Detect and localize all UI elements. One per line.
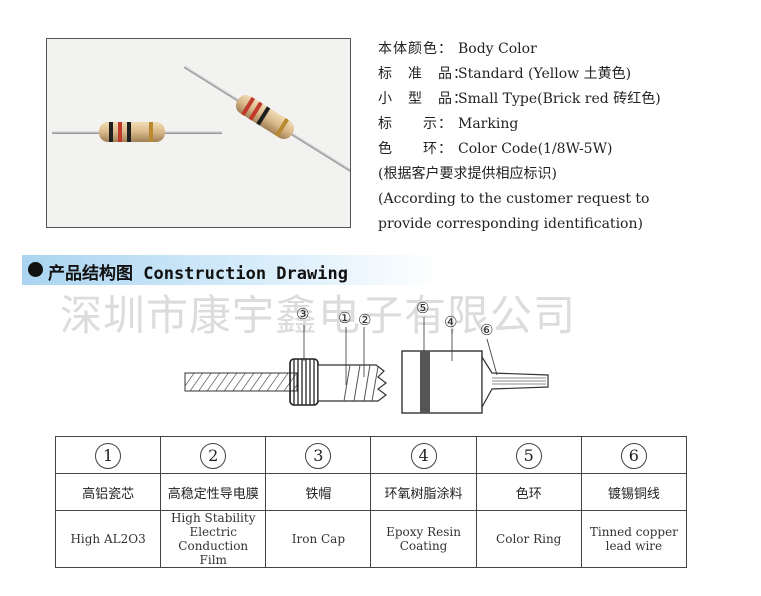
ceramic-core bbox=[317, 364, 387, 402]
spec-list: 本体颜色：Body Color 标 准 品：Standard (Yellow 土… bbox=[378, 37, 753, 237]
spec-note-en-2: provide corresponding identification) bbox=[378, 216, 643, 232]
part-name-en: Color Ring bbox=[475, 510, 582, 568]
film-hatch bbox=[343, 364, 379, 402]
part-number: 1 bbox=[95, 442, 122, 469]
callout-5: ⑤ bbox=[416, 299, 429, 317]
leader-lines bbox=[303, 317, 498, 385]
construction-drawing: ③ ① ② ⑤ ④ ⑥ bbox=[184, 299, 549, 414]
part-name-cn: 高铝瓷芯 bbox=[54, 473, 162, 511]
part-name-en: High Stability Electric Conduction Film bbox=[160, 510, 267, 568]
resistor-right bbox=[183, 65, 355, 174]
callout-1: ① bbox=[338, 309, 351, 327]
part-name-cn: 镀锡铜线 bbox=[580, 473, 688, 511]
spec-note-en-1: (According to the customer request to bbox=[378, 191, 650, 207]
epoxy-body bbox=[401, 350, 483, 414]
iron-cap bbox=[289, 358, 319, 406]
callout-6: ⑥ bbox=[480, 321, 493, 339]
spec-note-cn: (根据客户要求提供相应标识) bbox=[378, 166, 557, 182]
part-name-cn: 铁帽 bbox=[265, 473, 372, 511]
parts-table: 1 2 3 4 5 6 高铝瓷芯 高稳定性导电膜 铁帽 环氧树脂涂料 色环 镀锡… bbox=[54, 436, 688, 568]
part-name-en: High AL2O3 bbox=[54, 510, 162, 568]
table-row-chinese: 高铝瓷芯 高稳定性导电膜 铁帽 环氧树脂涂料 色环 镀锡铜线 bbox=[54, 473, 688, 511]
resistor-photo bbox=[46, 38, 355, 228]
part-name-en: Tinned copper lead wire bbox=[580, 510, 688, 568]
spec-row-standard: 标 准 品：Standard (Yellow 土黄色) bbox=[378, 66, 632, 82]
bullet-icon bbox=[28, 262, 43, 277]
section-title: 产品结构图 Construction Drawing bbox=[48, 264, 348, 284]
callout-2: ② bbox=[358, 311, 371, 329]
part-number: 4 bbox=[410, 442, 437, 469]
part-name-cn: 环氧树脂涂料 bbox=[370, 473, 477, 511]
part-number: 5 bbox=[515, 442, 542, 469]
resistor-photo-art bbox=[52, 65, 355, 174]
part-name-cn: 高稳定性导电膜 bbox=[160, 473, 267, 511]
part-name-en: Iron Cap bbox=[265, 510, 372, 568]
part-name-en: Epoxy Resin Coating bbox=[370, 510, 477, 568]
resistor-left bbox=[52, 122, 222, 142]
lead-wire-right bbox=[481, 354, 549, 410]
callout-3: ③ bbox=[296, 305, 309, 323]
spec-row-small-type: 小 型 品：Small Type(Brick red 砖红色) bbox=[378, 91, 661, 107]
part-number: 2 bbox=[200, 442, 227, 469]
spec-row-body-color: 本体颜色：Body Color bbox=[378, 41, 537, 57]
company-watermark: 深圳市康宇鑫电子有限公司 bbox=[60, 291, 577, 340]
part-number: 6 bbox=[620, 442, 647, 469]
color-ring bbox=[420, 351, 430, 413]
table-row-numbers: 1 2 3 4 5 6 bbox=[54, 436, 688, 474]
callout-4: ④ bbox=[444, 313, 457, 331]
spec-row-color-code: 色 环：Color Code(1/8W-5W) bbox=[378, 141, 613, 157]
section-banner: 产品结构图 Construction Drawing bbox=[22, 255, 442, 285]
part-number: 3 bbox=[305, 442, 332, 469]
lead-wire-left bbox=[184, 372, 298, 392]
part-name-cn: 色环 bbox=[475, 473, 582, 511]
table-row-english: High AL2O3 High Stability Electric Condu… bbox=[54, 510, 688, 568]
spec-row-marking: 标 示：Marking bbox=[378, 116, 519, 132]
